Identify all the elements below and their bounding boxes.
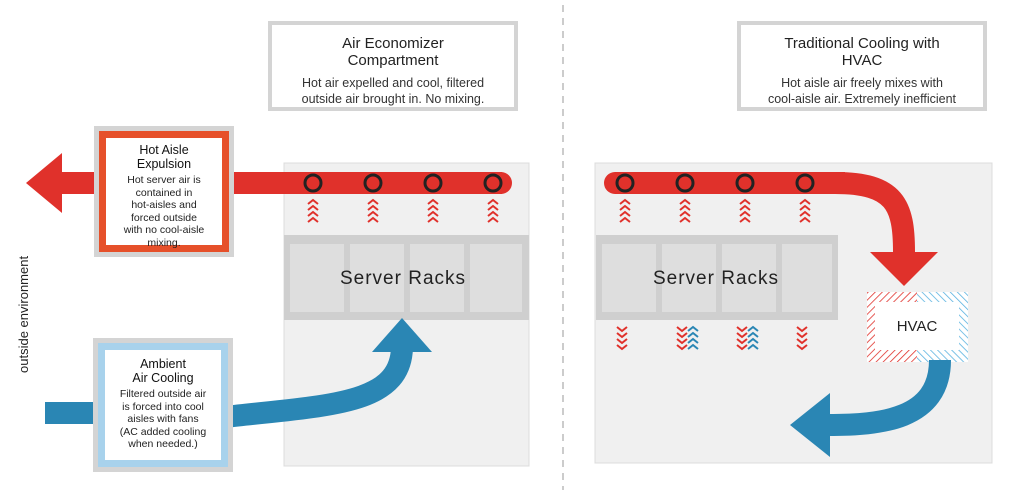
vent-circle-icon: [423, 173, 443, 193]
arrow-down-icon: [870, 252, 938, 286]
up-chevron-icon: [799, 198, 811, 205]
hot-aisle-text: Hot server air is contained in hot-aisle…: [123, 174, 205, 249]
left-description: Hot air expelled and cool, filtered outs…: [301, 76, 485, 106]
right-hot-duct-arrow: [604, 172, 938, 286]
down-chevron-icon: [796, 332, 808, 339]
right-description: Hot aisle air freely mixes with cool-ais…: [767, 76, 957, 106]
up-chevron-icon: [799, 210, 811, 217]
up-chevron-icon: [799, 204, 811, 211]
down-chevron-icon: [616, 326, 628, 333]
arrow-up-icon: [372, 318, 432, 352]
up-chevron-icon: [427, 204, 439, 211]
down-chevron-icon: [676, 332, 688, 339]
ambient-cooling-title: Ambient Air Cooling: [132, 357, 194, 385]
right-cool-return-arrow: [790, 359, 951, 457]
ambient-cooling-text: Filtered outside air is forced into cool…: [119, 388, 207, 450]
up-chevron-icon: [307, 216, 319, 223]
up-chevron-icon: [687, 337, 699, 344]
up-chevron-icon: [487, 216, 499, 223]
vent-circle-icon: [615, 173, 635, 193]
up-chevron-icon: [307, 198, 319, 205]
up-chevron-icon: [679, 210, 691, 217]
down-chevron-icon: [736, 338, 748, 345]
up-chevron-icon: [687, 325, 699, 332]
left-server-racks: [284, 235, 529, 320]
up-chevron-icon: [747, 343, 759, 350]
up-chevron-icon: [367, 204, 379, 211]
up-chevron-icon: [747, 331, 759, 338]
vent-circle-icon: [735, 173, 755, 193]
up-chevron-icon: [487, 204, 499, 211]
up-chevron-icon: [739, 216, 751, 223]
arrow-left-icon: [790, 393, 830, 457]
up-chevron-icon: [747, 325, 759, 332]
outside-environment-label: outside environment: [16, 255, 31, 373]
down-chevron-icon: [736, 332, 748, 339]
down-chevron-icon: [616, 338, 628, 345]
up-chevron-icon: [307, 204, 319, 211]
up-chevron-icon: [679, 204, 691, 211]
up-chevron-icon: [619, 204, 631, 211]
up-chevron-icon: [487, 210, 499, 217]
up-chevron-icon: [427, 216, 439, 223]
up-chevron-icon: [687, 331, 699, 338]
left-title-box: Air Economizer Compartment Hot air expel…: [268, 21, 518, 111]
up-chevron-icon: [427, 198, 439, 205]
up-chevron-icon: [747, 337, 759, 344]
down-chevron-icon: [616, 332, 628, 339]
up-chevron-icon: [427, 210, 439, 217]
down-chevron-icon: [676, 326, 688, 333]
right-server-racks: [596, 235, 838, 320]
vent-circle-icon: [675, 173, 695, 193]
ambient-cooling-note: Ambient Air Cooling Filtered outside air…: [93, 338, 233, 472]
up-chevron-icon: [619, 198, 631, 205]
up-chevron-icon: [619, 210, 631, 217]
hvac-label: HVAC: [897, 318, 938, 335]
up-chevron-icon: [367, 216, 379, 223]
up-chevron-icon: [739, 204, 751, 211]
hot-aisle-note: Hot Aisle Expulsion Hot server air is co…: [94, 126, 234, 257]
left-title: Air Economizer Compartment: [342, 35, 444, 69]
hot-aisle-title: Hot Aisle Expulsion: [136, 143, 192, 171]
down-chevron-icon: [796, 344, 808, 351]
up-chevron-icon: [679, 216, 691, 223]
arrow-left-icon: [26, 153, 62, 213]
right-racks-label: Server Racks: [653, 268, 779, 289]
hvac-unit: [867, 292, 968, 362]
up-chevron-icon: [367, 198, 379, 205]
up-chevron-icon: [739, 210, 751, 217]
down-chevron-icon: [796, 326, 808, 333]
down-chevron-icon: [736, 344, 748, 351]
down-chevron-icon: [736, 326, 748, 333]
up-chevron-icon: [799, 216, 811, 223]
left-racks-label: Server Racks: [340, 268, 466, 289]
up-chevron-icon: [367, 210, 379, 217]
down-chevron-icon: [676, 338, 688, 345]
vent-circle-icon: [363, 173, 383, 193]
vent-circle-icon: [483, 173, 503, 193]
right-title: Traditional Cooling with HVAC: [784, 35, 940, 69]
up-chevron-icon: [307, 210, 319, 217]
up-chevron-icon: [687, 343, 699, 350]
vent-circle-icon: [303, 173, 323, 193]
up-chevron-icon: [487, 198, 499, 205]
down-chevron-icon: [796, 338, 808, 345]
up-chevron-icon: [679, 198, 691, 205]
down-chevron-icon: [616, 344, 628, 351]
up-chevron-icon: [739, 198, 751, 205]
vent-circle-icon: [795, 173, 815, 193]
up-chevron-icon: [619, 216, 631, 223]
down-chevron-icon: [676, 344, 688, 351]
right-title-box: Traditional Cooling with HVAC Hot aisle …: [737, 21, 987, 111]
